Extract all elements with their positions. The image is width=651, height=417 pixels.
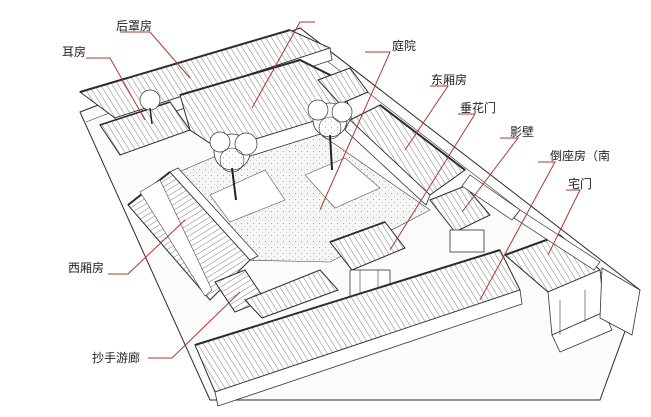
leader-erfang [86, 57, 146, 121]
label-yingbi: 影壁 [510, 124, 534, 139]
tree-east [307, 99, 353, 171]
leader-lines [86, 21, 581, 359]
leader-chuihuamen [389, 113, 476, 251]
label-xixiangfang: 西厢房 [68, 260, 104, 275]
leader-zhaimen [547, 189, 581, 256]
leader-dongxiangfang [404, 85, 449, 151]
tree-rear [139, 89, 161, 125]
leader-chaoshouyoulang [148, 291, 241, 359]
screen-wall [429, 185, 491, 253]
label-daozuofang: 倒座房（南 [550, 148, 610, 163]
festooned-gate [329, 221, 406, 299]
labels: 后罩房 耳房 庭院 东厢房 垂花门 影壁 倒座房（南 宅门 西厢房 抄手游廊 [62, 18, 610, 365]
east-wing-house [344, 104, 466, 206]
ear-house-east [317, 67, 369, 105]
label-erfang: 耳房 [62, 44, 86, 59]
tree-west [209, 131, 258, 201]
veranda-corridor [139, 179, 339, 319]
leader-xixiangfang [108, 219, 186, 275]
label-zhaimen: 宅门 [568, 176, 592, 191]
leader-yingbi [461, 137, 520, 213]
leader-tingyuan [319, 51, 391, 211]
leader-houzhaofang [120, 31, 191, 79]
east-outer-rooms [461, 174, 641, 336]
label-dongxiangfang: 东厢房 [431, 72, 467, 87]
south-reverse-house [194, 249, 523, 407]
label-houzhaofang: 后罩房 [116, 18, 152, 33]
label-chuihuamen: 垂花门 [460, 100, 496, 115]
label-tingyuan: 庭院 [392, 38, 416, 53]
leader-daozuofang [479, 161, 556, 301]
label-chaoshouyoulang: 抄手游廊 [92, 350, 140, 365]
